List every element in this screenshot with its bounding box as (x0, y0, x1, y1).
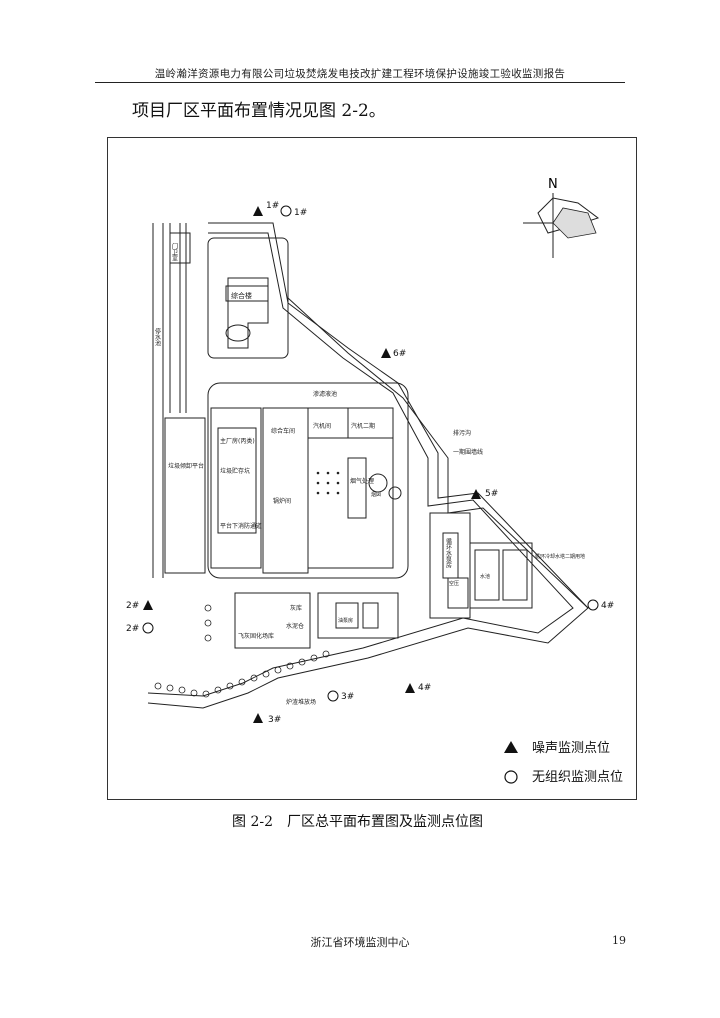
label-qijierqi: 汽机二期 (351, 422, 375, 430)
svg-text:3#: 3# (341, 692, 354, 702)
site-boundary (147, 222, 589, 709)
svg-text:4#: 4# (418, 683, 431, 693)
label-lajicunchu: 垃圾贮存坑 (220, 467, 250, 475)
page-number: 19 (612, 934, 626, 947)
unorganized-points: 1# 2# 3# 4# (126, 205, 614, 702)
label-qijijian: 汽机间 (313, 422, 331, 430)
label-menwei: 门卫室 (171, 242, 178, 261)
label-guolujian: 锅炉间 (273, 497, 291, 505)
label-lajixiexie: 垃圾倾卸平台 (168, 462, 204, 470)
main-factory (164, 407, 402, 574)
svg-text:噪声监测点位: 噪声监测点位 (532, 741, 610, 756)
label-feihui: 飞灰固化场库 (238, 632, 274, 640)
greenery-dots (154, 604, 330, 698)
label-youbengfang: 油泵房 (338, 617, 353, 624)
svg-text:5#: 5# (485, 489, 498, 499)
legend-unorganized-icon (504, 770, 518, 784)
site-plan-drawing: N (126, 177, 623, 785)
svg-text:4#: 4# (601, 601, 614, 611)
page-header: 温岭瀚洋资源电力有限公司垃圾焚烧发电技改扩建工程环境保护设施竣工验收监测报告 (154, 68, 566, 80)
compass-icon: N (523, 177, 600, 258)
east-wall (287, 297, 589, 609)
svg-text:无组织监测点位: 无组织监测点位 (532, 770, 623, 785)
label-shuichi: 水池 (480, 573, 490, 580)
label-paiwugou: 排污沟 (453, 429, 471, 437)
footer-org: 浙江省环境监测中心 (310, 936, 410, 949)
south-block (234, 592, 399, 649)
site-plan-figure: N (107, 137, 637, 800)
boiler-grid (316, 471, 340, 495)
label-pingtaixia: 平台下消防通道 (220, 522, 262, 530)
label-yanqichuli: 烟气处理 (350, 477, 374, 485)
intro-text: 项目厂区平面布置情况见图 2-2。 (132, 101, 386, 121)
label-kongyaji: 空压 (449, 580, 459, 587)
water-area (429, 512, 533, 619)
svg-text:6#: 6# (393, 349, 406, 359)
header-rule (95, 82, 625, 83)
figure-caption: 图 2-2 厂区总平面布置图及监测点位图 (232, 814, 483, 830)
svg-text:N: N (548, 177, 558, 192)
noise-points: 1# 2# 3# 4# 5# 6# (126, 201, 498, 725)
svg-text:2#: 2# (126, 624, 139, 634)
label-xunhuanbeng: 循环水泵房 (445, 537, 452, 569)
label-tingshuiche: 停水池 (154, 327, 161, 346)
svg-text:综合楼: 综合楼 (231, 291, 252, 300)
svg-text:3#: 3# (268, 715, 281, 725)
label-huiku: 灰库 (290, 604, 302, 612)
office-building: 综合楼 (225, 277, 269, 349)
label-yancong: 烟囱 (371, 491, 381, 498)
svg-text:2#: 2# (126, 601, 139, 611)
label-diyidao: 一期围墙线 (453, 448, 483, 456)
label-zhuchangfang: 主厂房(丙类) (220, 437, 255, 445)
legend-noise-icon (504, 741, 518, 753)
label-shuinicang: 水泥仓 (286, 622, 304, 630)
label-shenglieshui: 渗滤液池 (313, 390, 337, 398)
label-zongheji: 综合车间 (271, 427, 295, 435)
label-luzhaqu: 炉渣堆放场 (286, 698, 316, 706)
label-lengqueta: 循环冷却水塔二期用地 (535, 553, 585, 560)
left-road (152, 223, 191, 578)
svg-text:1#: 1# (294, 208, 307, 218)
legend: 噪声监测点位 无组织监测点位 (504, 741, 623, 785)
svg-text:1#: 1# (266, 201, 279, 211)
